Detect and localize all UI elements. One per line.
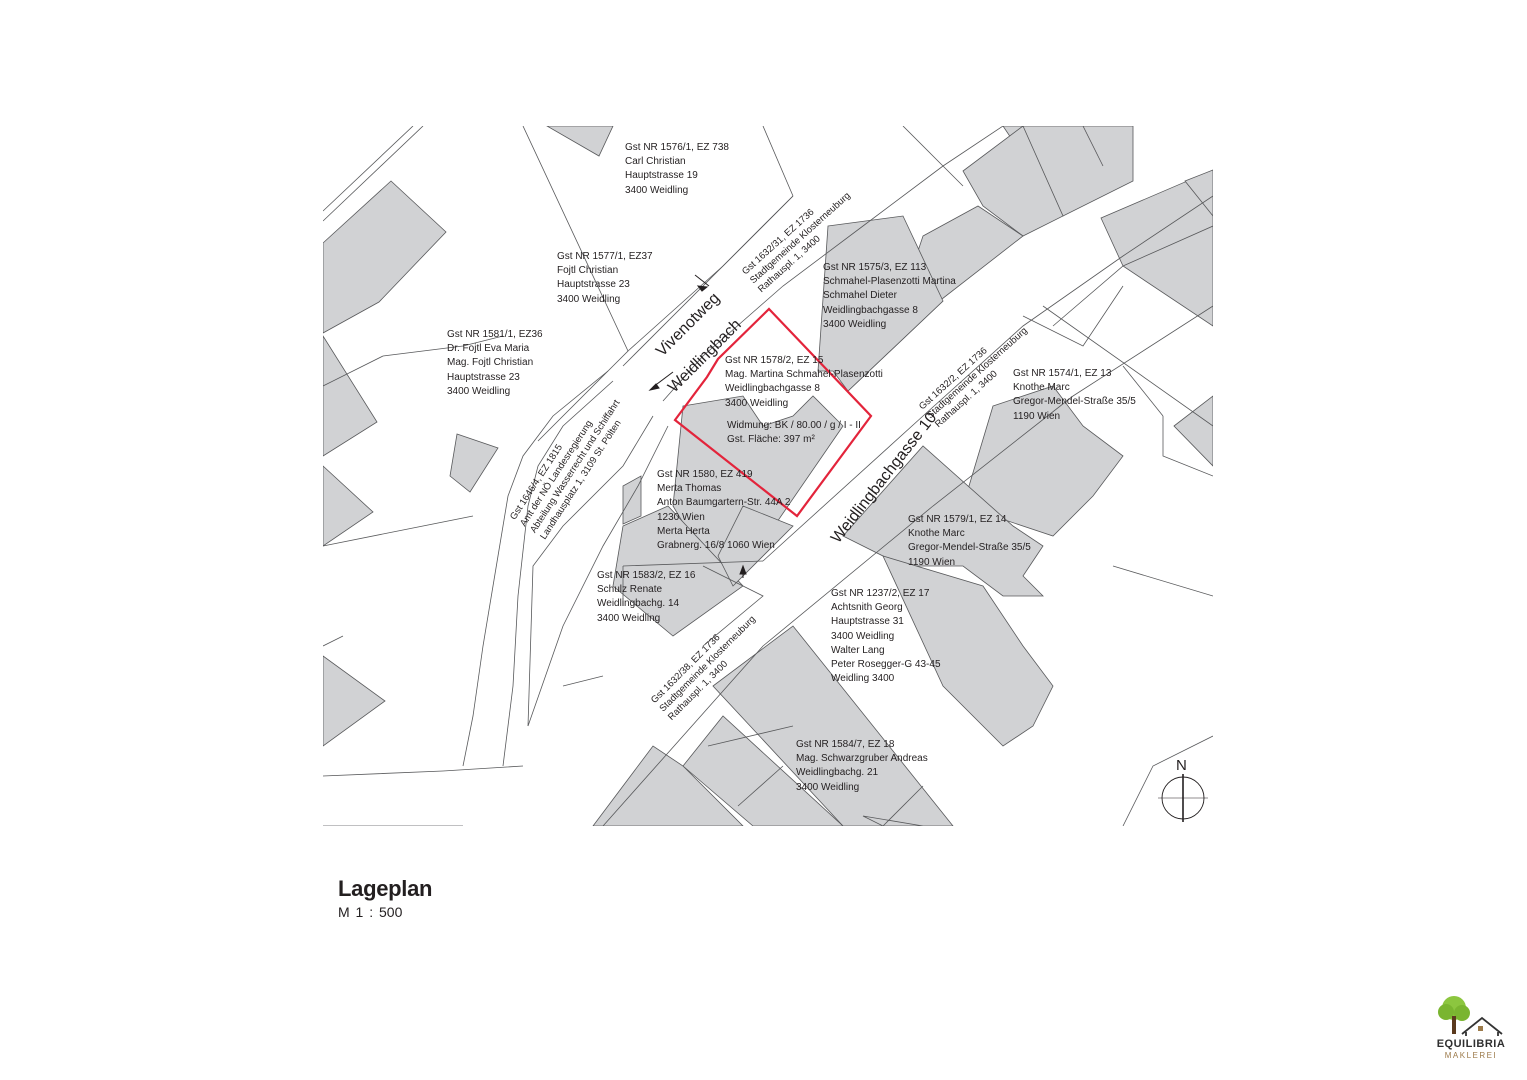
parcel-label-line: Schmahel-Plasenzotti Martina bbox=[823, 276, 956, 288]
map-drawing bbox=[323, 126, 1213, 826]
parcel-label-line: 3400 Weidling bbox=[625, 184, 689, 196]
building bbox=[323, 655, 386, 747]
building bbox=[842, 445, 1044, 597]
building bbox=[682, 715, 844, 826]
parcel-label-line: Gst NR 1575/3, EZ 113 bbox=[823, 262, 927, 273]
parcel-label-line: 3400 Weidling bbox=[796, 781, 860, 793]
logo-subtitle: MAKLEREI bbox=[1444, 1051, 1498, 1060]
parcel-label-line: 3400 Weidling bbox=[823, 318, 887, 330]
title-block: Lageplan M 1 : 500 bbox=[338, 876, 432, 920]
plan-title: Lageplan bbox=[338, 876, 433, 901]
parcel-label-line: Schmahel Dieter bbox=[823, 290, 897, 302]
parcel-label-line: Hauptstrasse 23 bbox=[557, 279, 630, 291]
parcel-label-line: 3400 Weidling bbox=[725, 397, 789, 409]
building bbox=[612, 505, 744, 637]
parcel-label-line: Hauptstrasse 31 bbox=[831, 616, 904, 628]
parcel-label-line: Weidlingbachgasse 8 bbox=[725, 383, 820, 395]
parcel-label-line: Weidlingbachgasse 8 bbox=[823, 304, 918, 316]
north-arrow bbox=[1158, 774, 1208, 822]
building bbox=[1100, 169, 1213, 327]
plot-info: Widmung: BK / 80.00 / g / I - II Gst. Fl… bbox=[727, 419, 861, 447]
building bbox=[546, 126, 614, 157]
parcel-label-line: 1190 Wien bbox=[908, 556, 956, 568]
parcel-lines bbox=[323, 126, 1213, 826]
parcel-label-line: Hauptstrasse 19 bbox=[625, 170, 698, 182]
parcel-label-line: Gst NR 1581/1, EZ36 bbox=[447, 329, 543, 340]
parcel-label-line: Carl Christian bbox=[625, 156, 686, 168]
parcel-label-line: Grabnerg. 16/8 1060 Wien bbox=[657, 540, 775, 552]
building bbox=[717, 505, 794, 587]
parcel-label: Gst NR 1584/7, EZ 18 Mag. Schwarzgruber A… bbox=[796, 738, 928, 795]
parcel-label-line: Hauptstrasse 23 bbox=[447, 371, 520, 383]
parcel-label-line: Weidlingbachg. 14 bbox=[597, 598, 680, 610]
parcel-label-line: 3400 Weidling bbox=[447, 385, 511, 397]
parcel-label-line: Gst NR 1576/1, EZ 738 bbox=[625, 142, 729, 153]
building bbox=[1173, 395, 1213, 467]
parcel-label-line: Fojtl Christian bbox=[557, 265, 619, 277]
parcel-label-line: Gst NR 1583/2, EZ 16 bbox=[597, 570, 696, 581]
parcel-label-line: Weidlingbachg. 21 bbox=[796, 767, 879, 779]
parcel-label-line: Gst NR 1574/1, EZ 13 bbox=[1013, 368, 1112, 379]
parcel-label-line: Merta Thomas bbox=[657, 483, 722, 495]
parcel-label-line: Gst NR 1580, EZ 419 bbox=[657, 469, 753, 480]
parcel-label-line: 3400 Weidling bbox=[557, 293, 621, 305]
building bbox=[323, 335, 378, 457]
plan-scale: M 1 : 500 bbox=[338, 904, 403, 920]
flow-arrows bbox=[648, 274, 747, 578]
building bbox=[449, 433, 499, 493]
building bbox=[323, 180, 447, 334]
logo-wordmark: EQUILIBRIA bbox=[1436, 1038, 1506, 1050]
parcel-label-line: Mag. Schwarzgruber Andreas bbox=[796, 753, 928, 765]
parcel-label-line: 1230 Wien bbox=[657, 511, 705, 523]
house-icon bbox=[1461, 1016, 1503, 1036]
parcel-label-line: Knothe Marc bbox=[908, 528, 965, 540]
parcel-label-line: 3400 Weidling bbox=[597, 612, 661, 624]
parcel-label-line: Gregor-Mendel-Straße 35/5 bbox=[1013, 396, 1136, 408]
company-logo bbox=[1438, 996, 1503, 1036]
parcel-label-line: 3400 Weidling bbox=[831, 630, 895, 642]
building bbox=[962, 126, 1064, 237]
parcel-label-line: Achtsnith Georg bbox=[831, 602, 903, 614]
parcel-label-line: Schulz Renate bbox=[597, 584, 663, 596]
buildings bbox=[323, 126, 1213, 826]
parcel-label-line: Walter Lang bbox=[831, 644, 885, 656]
tree-icon bbox=[1438, 996, 1470, 1034]
parcel-label-line: Gst NR 1577/1, EZ37 bbox=[557, 251, 653, 262]
parcel-label-line: Peter Rosegger-G 43-45 bbox=[831, 659, 941, 671]
north-indicator-label: N bbox=[1176, 757, 1187, 774]
parcel-label-line: Mag. Fojtl Christian bbox=[447, 357, 534, 369]
zoning-text: Widmung: BK / 80.00 / g / I - II bbox=[727, 420, 861, 431]
building bbox=[323, 465, 374, 547]
parcel-label-line: Dr. Fojtl Eva Maria bbox=[447, 343, 530, 355]
parcel-label-line: Weidling 3400 bbox=[831, 673, 895, 685]
parcel-label-line: Gst NR 1237/2, EZ 17 bbox=[831, 588, 930, 599]
parcel-label-line: Knothe Marc bbox=[1013, 382, 1070, 394]
plot-area-text: Gst. Fläche: 397 m² bbox=[727, 434, 815, 446]
parcel-label-line: Gregor-Mendel-Straße 35/5 bbox=[908, 542, 1031, 554]
building bbox=[622, 475, 642, 525]
building bbox=[1184, 169, 1213, 217]
subject-plot-outline bbox=[673, 307, 873, 518]
building bbox=[882, 555, 1054, 747]
parcel-label-line: Anton Baumgartern-Str. 44A 2 bbox=[657, 497, 791, 509]
building bbox=[862, 815, 924, 826]
parcel-label-line: Gst NR 1579/1, EZ 14 bbox=[908, 514, 1007, 525]
parcel-label: Gst NR 1578/2, EZ 15 Mag. Martina Schmahe… bbox=[725, 354, 883, 411]
parcel-label-line: Gst NR 1578/2, EZ 15 bbox=[725, 355, 824, 366]
parcel-label-line: Merta Herta bbox=[657, 525, 710, 537]
parcel-label-line: 1190 Wien bbox=[1013, 410, 1061, 422]
parcel-label-line: Mag. Martina Schmahel-Plasenzotti bbox=[725, 369, 883, 381]
building bbox=[712, 625, 954, 826]
parcel-label-line: Gst NR 1584/7, EZ 18 bbox=[796, 739, 895, 750]
